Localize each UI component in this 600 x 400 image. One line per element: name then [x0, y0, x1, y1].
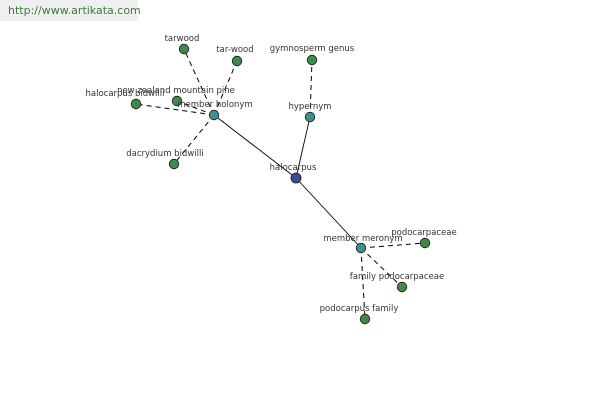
relation-label-hypernym: hypernym	[288, 102, 331, 112]
edges-layer	[135, 48, 426, 320]
root-node[interactable]	[290, 172, 302, 184]
labels-layer: tarwood tar-wood new zealand mountain pine…	[86, 34, 457, 314]
edge-member-holonym-dacrydium-bidwilli	[173, 114, 215, 165]
term-node-tarwood[interactable]	[178, 43, 190, 55]
edge-member-holonym-tar-wood	[213, 60, 238, 116]
term-label-podocarpus-family: podocarpus family	[320, 304, 399, 314]
term-node-podocarpaceae[interactable]	[419, 237, 431, 249]
edge-member-holonym-halocarpus-bidwilli	[135, 103, 215, 116]
root-label: halocarpus	[270, 163, 317, 173]
term-node-dacrydium-bidwilli[interactable]	[168, 158, 180, 170]
edge-member-holonym-new-zealand-mountain-pine	[176, 100, 215, 116]
relation-node-member-meronym[interactable]	[355, 242, 367, 254]
edge-member-meronym-family-podocarpaceae	[360, 247, 403, 288]
term-label-dacrydium-bidwilli: dacrydium bidwilli	[126, 149, 203, 159]
edge-hypernym-gymnosperm-genus	[309, 59, 313, 118]
edge-member-meronym-podocarpaceae	[360, 242, 426, 249]
edge-root-member-meronym	[295, 177, 362, 249]
site-url-link[interactable]: http://www.artikata.com	[0, 0, 141, 21]
term-node-gymnosperm-genus[interactable]	[306, 54, 318, 66]
term-label-podocarpaceae: podocarpaceae	[391, 228, 457, 238]
edge-member-holonym-tarwood	[183, 48, 215, 116]
term-node-tar-wood[interactable]	[231, 55, 243, 67]
term-label-gymnosperm-genus: gymnosperm genus	[270, 44, 355, 54]
term-node-halocarpus-bidwilli[interactable]	[130, 98, 142, 110]
relation-label-member-meronym: member meronym	[323, 234, 402, 244]
term-label-family-podocarpaceae: family podocarpaceae	[350, 272, 444, 282]
edge-member-meronym-podocarpus-family	[360, 247, 366, 320]
relation-node-member-holonym[interactable]	[208, 109, 220, 121]
term-node-podocarpus-family[interactable]	[359, 313, 371, 325]
term-node-new-zealand-mountain-pine[interactable]	[171, 95, 183, 107]
edge-root-hypernym	[295, 116, 311, 179]
term-label-tar-wood: tar-wood	[216, 45, 253, 55]
relation-node-hypernym[interactable]	[304, 111, 316, 123]
relation-label-member-holonym: member holonym	[177, 100, 252, 110]
nodes-layer	[130, 43, 431, 325]
term-label-halocarpus-bidwilli: halocarpus bidwilli	[86, 89, 165, 99]
term-label-tarwood: tarwood	[165, 34, 200, 44]
edge-root-member-holonym	[213, 114, 297, 179]
term-label-new-zealand-mountain-pine: new zealand mountain pine	[117, 86, 235, 96]
term-node-family-podocarpaceae[interactable]	[396, 281, 408, 293]
